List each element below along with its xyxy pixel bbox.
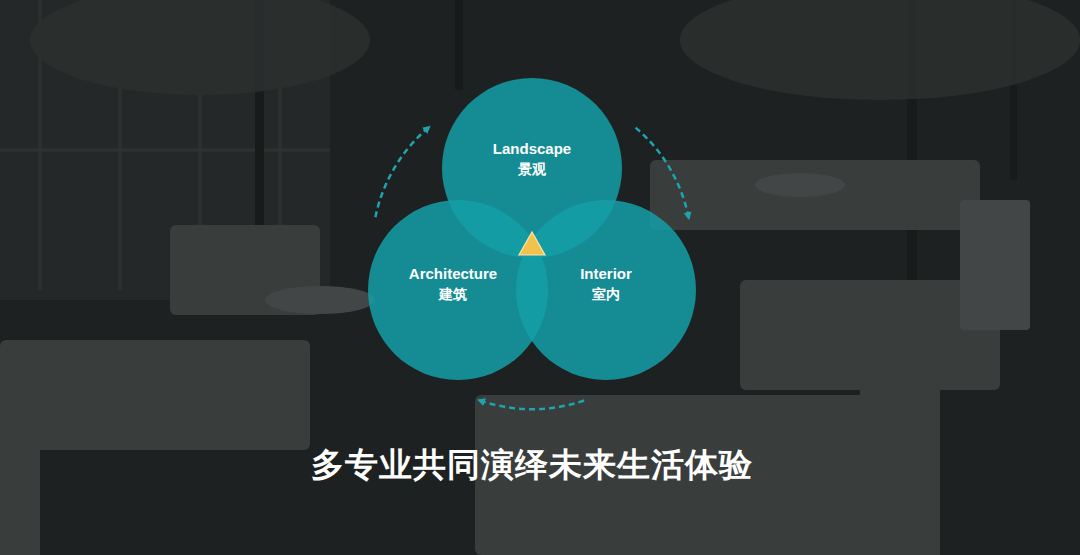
center-triangle	[517, 229, 547, 259]
chinese-label: 景观	[518, 159, 546, 179]
chinese-label: 室内	[592, 284, 620, 304]
english-label: Architecture	[409, 264, 497, 284]
english-label: Landscape	[493, 139, 571, 159]
caption: 多专业共同演绎未来生活体验	[0, 445, 1064, 485]
cycle-arrow	[480, 401, 584, 410]
chinese-label: 建筑	[439, 284, 467, 304]
english-label: Interior	[580, 264, 632, 284]
cycle-arrow	[636, 128, 689, 218]
venn-circle: Interior室内	[516, 200, 696, 380]
cycle-arrow	[375, 128, 428, 218]
